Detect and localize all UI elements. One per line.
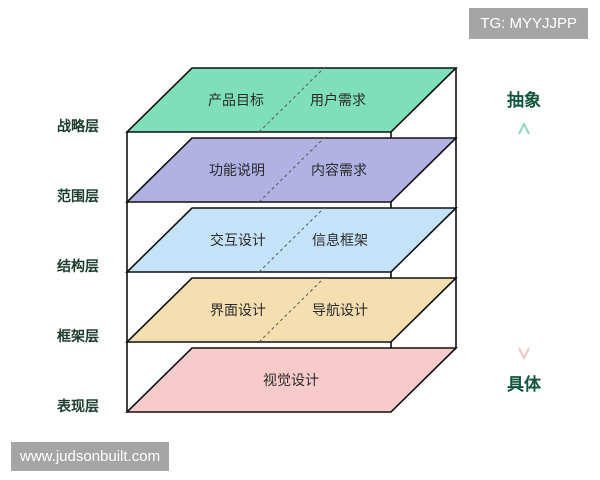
arrow-down-icon	[518, 347, 530, 361]
plane-item: 用户需求	[310, 92, 366, 109]
layer-label: 框架层	[57, 328, 99, 345]
watermark-top: TG: MYYJJPP	[469, 8, 588, 39]
plane-item: 内容需求	[311, 162, 367, 179]
layer-label: 范围层	[57, 188, 99, 205]
plane-item: 交互设计	[210, 232, 266, 249]
plane-item: 产品目标	[208, 93, 264, 109]
plane-surface	[125, 67, 458, 133]
layer-label: 表现层	[56, 398, 99, 415]
abstraction-axis: 抽象 具体	[506, 90, 542, 395]
layer-label: 结构层	[57, 258, 99, 275]
axis-bottom-label: 具体	[506, 374, 542, 395]
plane-surface	[125, 137, 458, 203]
plane-item: 导航设计	[312, 303, 368, 319]
plane-item: 视觉设计	[263, 373, 319, 389]
plane-item: 信息框架	[312, 232, 368, 249]
plane-surface	[125, 207, 458, 273]
plane-item: 界面设计	[210, 303, 266, 319]
plane-surface	[125, 277, 458, 343]
watermark-bottom: www.judsonbuilt.com	[11, 442, 170, 471]
plane-item: 功能说明	[209, 163, 265, 179]
plane-surface	[125, 347, 458, 413]
arrow-up-icon	[518, 121, 530, 135]
layer-label: 战略层	[57, 118, 99, 135]
axis-top-label: 抽象	[507, 90, 541, 111]
